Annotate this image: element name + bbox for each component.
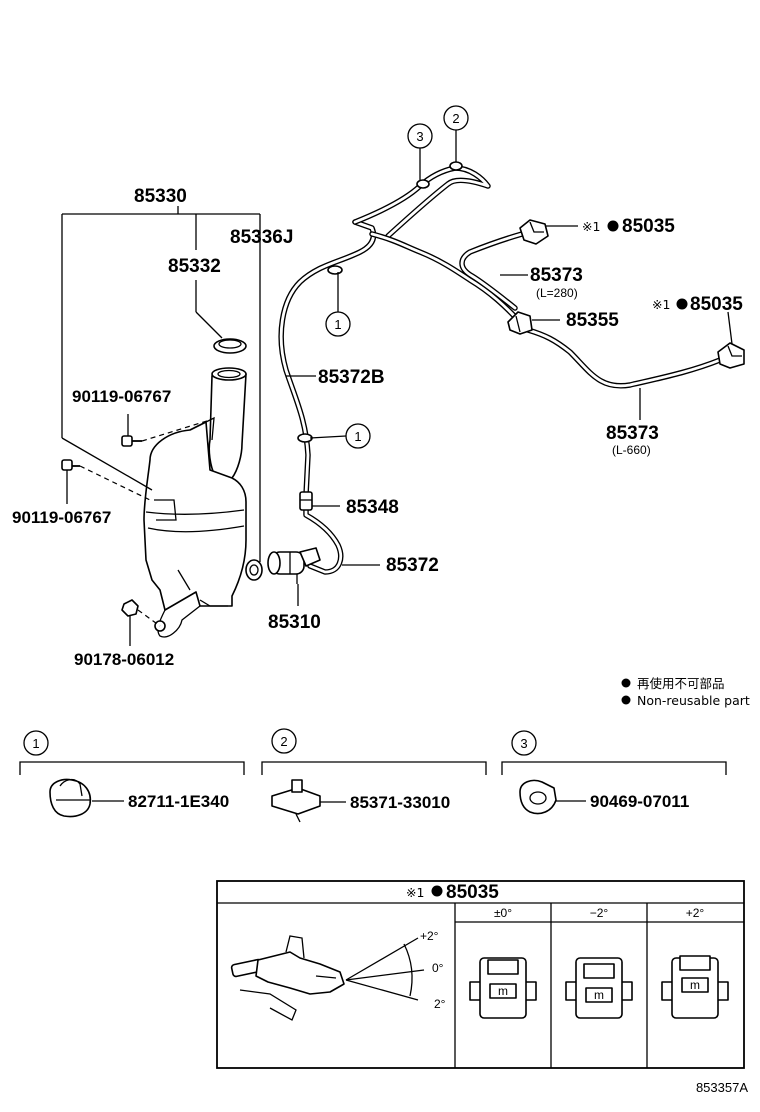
label-bolt-a: 90119-06767 [72, 387, 171, 406]
label-inlet: 85336J [230, 227, 293, 248]
tank-cap [213, 338, 247, 354]
callout-1-upper: 1 [325, 311, 351, 337]
nozzle-right [717, 342, 745, 369]
svg-text:Non-reusable part: Non-reusable part [637, 693, 750, 708]
svg-text:2: 2 [452, 111, 459, 126]
svg-text:85035: 85035 [690, 294, 743, 315]
label-check-valve: 85348 [346, 497, 399, 518]
svg-text:※1: ※1 [652, 297, 670, 312]
label-cap: 85332 [168, 256, 221, 277]
label-hose-short-length: (L=280) [536, 286, 578, 300]
check-valve [299, 491, 313, 511]
legend: 再使用不可部品 Non-reusable part [621, 676, 750, 708]
nozzle-side-view: +2° 0° 2° [230, 929, 446, 1021]
svg-text:※1: ※1 [582, 219, 600, 234]
svg-text:85035: 85035 [446, 882, 499, 903]
label-bolt-b: 90119-06767 [12, 508, 111, 527]
label-hose-short: 85373 [530, 265, 583, 286]
figure-id: 853357A [696, 1080, 748, 1095]
svg-text:3: 3 [416, 129, 423, 144]
nozzle-col-minus: −2° [590, 906, 609, 920]
svg-text:m: m [594, 988, 604, 1002]
clip-detail-1: 1 82711-1E340 [19, 730, 245, 818]
svg-text:1: 1 [354, 429, 361, 444]
clip-detail-2: 2 85371-33010 [261, 728, 487, 823]
label-nozzle-mid: ※1 85035 [652, 294, 743, 315]
label-hose-long: 85373 [606, 423, 659, 444]
svg-text:1: 1 [334, 317, 341, 332]
leaders [286, 130, 733, 566]
svg-text:m: m [498, 984, 508, 998]
svg-text:1: 1 [32, 736, 39, 751]
nozzle-front-plus: m [661, 955, 729, 1019]
hose-clips [297, 161, 463, 443]
svg-text:3: 3 [520, 736, 527, 751]
nozzle-table: ※1 85035 ±0° −2° +2° +2° 0° 2° [216, 880, 745, 1069]
bolt-b [61, 459, 151, 504]
nozzle-col-zero: ±0° [494, 906, 512, 920]
label-nut: 90178-06012 [74, 650, 174, 669]
callout-3-top: 3 [407, 123, 433, 149]
label-tank-assy: 85330 [134, 186, 187, 207]
svg-text:85371-33010: 85371-33010 [350, 793, 450, 812]
hose-network [278, 165, 723, 575]
svg-text:※1: ※1 [406, 885, 424, 900]
nozzle-front-zero: m [469, 957, 537, 1019]
svg-text:2: 2 [280, 734, 287, 749]
angle-mid: 0° [432, 961, 444, 975]
nut [121, 599, 161, 646]
angle-up: +2° [420, 929, 439, 943]
svg-text:再使用不可部品: 再使用不可部品 [637, 676, 725, 691]
label-hose-long-length: (L-660) [612, 443, 651, 457]
label-connector: 85355 [566, 310, 619, 331]
callout-2-top: 2 [443, 105, 469, 131]
svg-text:90469-07011: 90469-07011 [590, 792, 689, 811]
label-hose-main: 85372B [318, 367, 385, 388]
angle-down: 2° [434, 997, 446, 1011]
callout-1-lower: 1 [345, 423, 371, 449]
washer-pump [267, 547, 321, 606]
nozzle-col-plus: +2° [686, 906, 705, 920]
bolt-a [121, 414, 211, 447]
svg-text:m: m [690, 978, 700, 992]
label-nozzle-top: ※1 85035 [582, 216, 675, 237]
nozzle-front-minus: m [565, 957, 633, 1019]
grommet [245, 559, 263, 581]
clip-detail-3: 3 90469-07011 [501, 730, 727, 815]
label-pump: 85310 [268, 612, 321, 633]
washer-tank [61, 206, 261, 638]
nozzle-top [519, 219, 549, 245]
nozzle-table-title: ※1 85035 [406, 882, 499, 903]
label-hose-pump: 85372 [386, 555, 439, 576]
svg-text:82711-1E340: 82711-1E340 [128, 792, 229, 811]
svg-text:85035: 85035 [622, 216, 675, 237]
connector [507, 311, 533, 335]
